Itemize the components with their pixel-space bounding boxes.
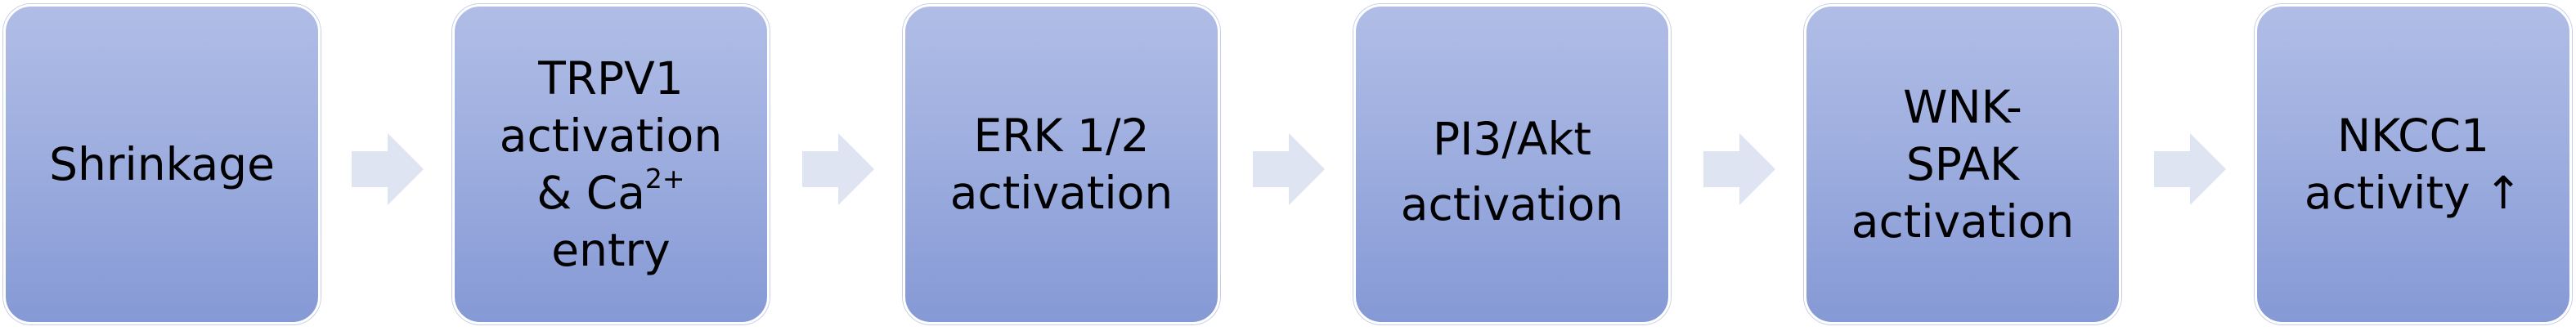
step-nkcc1-line-1: NKCC1 <box>2336 110 2489 162</box>
step-erk-line-2: activation <box>949 167 1174 219</box>
step-trpv1-line-1: TRPV1 <box>538 52 684 105</box>
step-trpv1-line-4: entry <box>551 224 671 276</box>
step-trpv1-line-3-text: & Ca <box>536 167 645 219</box>
step-pi3-line-2: activation <box>1400 178 1624 230</box>
step-pi3-line-1: PI3/Akt <box>1433 113 1591 165</box>
right-arrow-icon <box>1253 133 1325 205</box>
step-wnk-spak-activation: WNK- SPAK activation <box>1804 4 2121 324</box>
step-shrinkage-label: Shrinkage <box>49 138 275 190</box>
step-pi3-akt-activation: PI3/Akt activation <box>1353 4 1671 324</box>
step-nkcc1-line-2: activity ↑ <box>2304 167 2523 219</box>
step-trpv1-line-2: activation <box>499 110 723 162</box>
step-trpv1-activation: TRPV1 activation & Ca2+ entry <box>452 4 770 324</box>
step-trpv1-line-3: & Ca2+ <box>500 164 722 221</box>
step-erk-line-1: ERK 1/2 <box>973 110 1150 162</box>
step-wnk-line-1: WNK- <box>1903 81 2022 133</box>
step-erk-activation: ERK 1/2 activation <box>903 4 1220 324</box>
right-arrow-icon <box>1703 133 1775 205</box>
right-arrow-icon <box>802 133 874 205</box>
step-shrinkage: Shrinkage <box>3 4 321 324</box>
right-arrow-icon <box>2154 133 2226 205</box>
step-wnk-line-2: SPAK <box>1905 138 2020 190</box>
step-nkcc1-activity: NKCC1 activity ↑ <box>2255 4 2572 324</box>
right-arrow-icon <box>352 133 424 205</box>
calcium-charge-superscript: 2+ <box>644 162 685 195</box>
step-wnk-line-3: activation <box>1851 195 2075 248</box>
